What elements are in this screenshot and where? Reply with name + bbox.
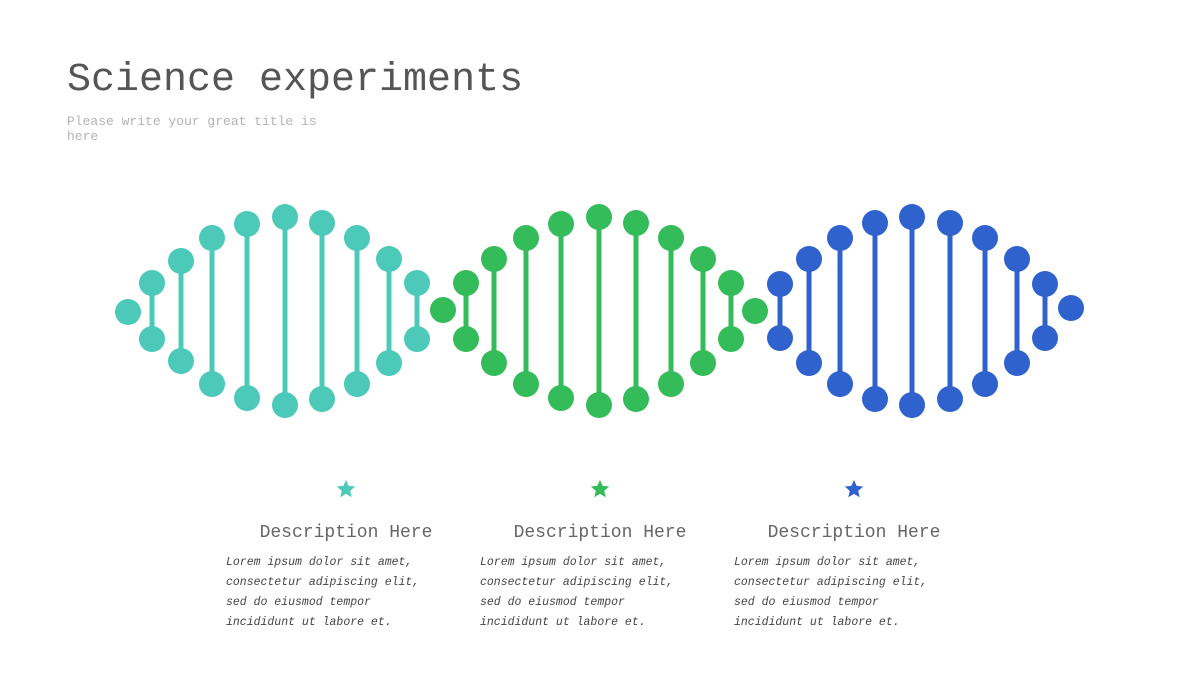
helix-node <box>513 371 539 397</box>
page-subtitle: Please write your great title is here <box>67 114 317 144</box>
helix-node <box>272 392 298 418</box>
teal-segment <box>115 204 430 418</box>
helix-node <box>548 211 574 237</box>
helix-node <box>972 371 998 397</box>
helix-node <box>658 371 684 397</box>
helix-node <box>481 246 507 272</box>
helix-node <box>430 297 456 323</box>
helix-node <box>199 371 225 397</box>
helix-node <box>690 246 716 272</box>
helix-node <box>972 225 998 251</box>
helix-node <box>623 210 649 236</box>
helix-node <box>272 204 298 230</box>
helix-node <box>404 270 430 296</box>
helix-node <box>1032 325 1058 351</box>
helix-node <box>453 326 479 352</box>
helix-node <box>658 225 684 251</box>
helix-node <box>718 326 744 352</box>
description-card-2: Description Here Lorem ipsum dolor sit a… <box>480 478 700 629</box>
description-card-1: Description Here Lorem ipsum dolor sit a… <box>226 478 446 629</box>
helix-node <box>344 371 370 397</box>
helix-node <box>404 326 430 352</box>
helix-node <box>139 326 165 352</box>
description-card-3: Description Here Lorem ipsum dolor sit a… <box>734 478 954 629</box>
helix-node <box>862 210 888 236</box>
helix-node <box>623 386 649 412</box>
helix-node <box>376 246 402 272</box>
helix-node <box>796 246 822 272</box>
helix-node <box>309 210 335 236</box>
helix-node <box>199 225 225 251</box>
helix-node <box>586 392 612 418</box>
page-title: Science experiments <box>67 58 524 103</box>
helix-node <box>796 350 822 376</box>
helix-node <box>309 386 335 412</box>
helix-node <box>1058 295 1084 321</box>
green-segment <box>430 204 768 418</box>
star-icon <box>844 479 864 498</box>
helix-node <box>586 204 612 230</box>
helix-node <box>899 392 925 418</box>
helix-node <box>234 385 260 411</box>
blue-segment <box>767 204 1084 418</box>
card-heading: Description Here <box>767 523 941 543</box>
helix-node <box>168 348 194 374</box>
helix-node <box>1004 246 1030 272</box>
helix-node <box>1032 271 1058 297</box>
helix-node <box>742 298 768 324</box>
helix-node <box>937 386 963 412</box>
helix-node <box>1004 350 1030 376</box>
helix-node <box>344 225 370 251</box>
helix-node <box>899 204 925 230</box>
helix-node <box>115 299 141 325</box>
helix-node <box>862 386 888 412</box>
helix-node <box>937 210 963 236</box>
star-icon <box>336 479 356 498</box>
helix-node <box>376 350 402 376</box>
helix-node <box>513 225 539 251</box>
helix-node <box>234 211 260 237</box>
helix-node <box>168 248 194 274</box>
helix-node <box>548 385 574 411</box>
helix-node <box>767 271 793 297</box>
helix-node <box>481 350 507 376</box>
star-icon <box>590 479 610 498</box>
card-body: Lorem ipsum dolor sit amet, consectetur … <box>226 556 420 629</box>
helix-node <box>767 325 793 351</box>
helix-node <box>718 270 744 296</box>
helix-node <box>827 371 853 397</box>
card-heading: Description Here <box>259 523 433 543</box>
helix-node <box>453 270 479 296</box>
helix-node <box>827 225 853 251</box>
helix-node <box>690 350 716 376</box>
card-body: Lorem ipsum dolor sit amet, consectetur … <box>480 556 674 629</box>
card-body: Lorem ipsum dolor sit amet, consectetur … <box>734 556 928 629</box>
card-heading: Description Here <box>513 523 687 543</box>
helix-node <box>139 270 165 296</box>
